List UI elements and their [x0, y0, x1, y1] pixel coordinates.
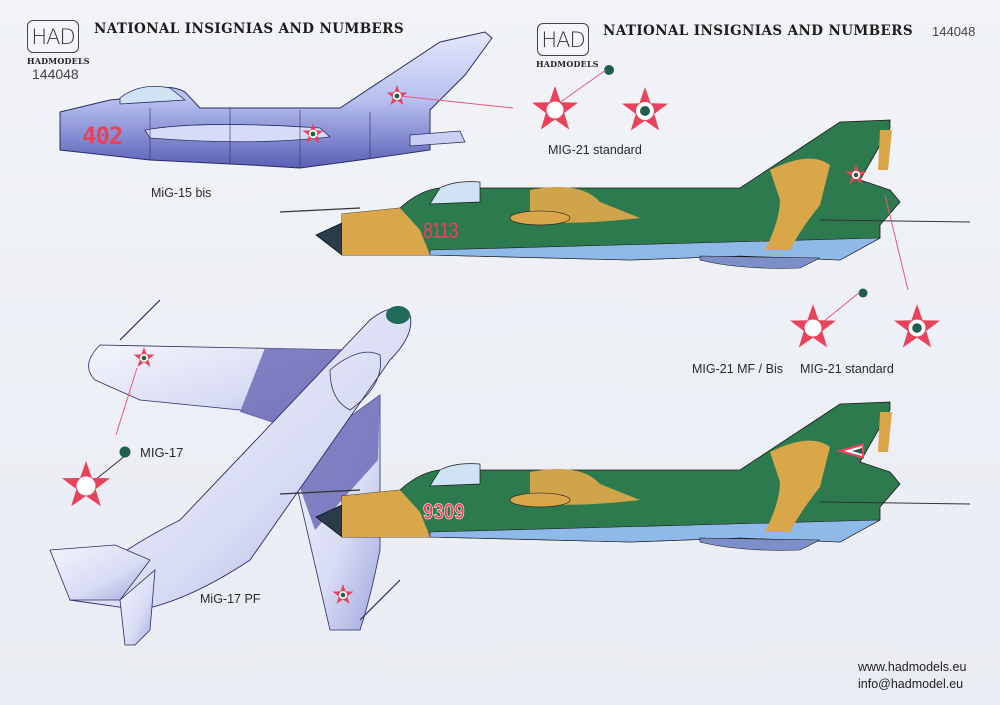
- mig21-profile-8113: [279, 119, 971, 291]
- logo-subtitle-right: HADMODELS: [536, 59, 599, 69]
- star-white-center-icon: [790, 304, 836, 348]
- logo-subtitle-left: HADMODELS: [27, 56, 90, 66]
- mig21-number-9309: 9309: [423, 499, 465, 525]
- sheet-title-right: NATIONAL INSIGNIAS AND NUMBERS: [603, 23, 913, 39]
- green-dot-icon: [858, 288, 868, 298]
- insignia-label-mig21-mf-bis: MIG-21 MF / Bis: [692, 362, 783, 376]
- chevron-insignia-icon: [836, 443, 864, 459]
- mig21-number-8113: 8113: [423, 218, 458, 243]
- mig15-label: MiG-15 bis: [151, 186, 212, 200]
- star-white-center-icon: [532, 86, 578, 130]
- mig21-profile-9309: [279, 401, 971, 551]
- footer-contact: www.hadmodels.eu info@hadmodel.eu: [858, 659, 966, 693]
- mig15-number: 402: [82, 122, 123, 150]
- green-dot-icon: [604, 65, 614, 75]
- star-insignia-icon: [133, 347, 155, 367]
- product-code-right: 144048: [932, 24, 976, 39]
- logo-text: HAD: [31, 24, 75, 49]
- star-white-center-icon: [62, 461, 110, 507]
- website-link[interactable]: www.hadmodels.eu: [858, 660, 967, 674]
- insignia-label-mig21-standard-right: MIG-21 standard: [800, 362, 894, 376]
- sheet-title-left: NATIONAL INSIGNIAS AND NUMBERS: [94, 21, 404, 37]
- email-link[interactable]: info@hadmodel.eu: [858, 677, 964, 691]
- logo-text: HAD: [541, 27, 585, 52]
- star-insignia-icon: [894, 304, 940, 348]
- had-logo-left: HAD: [27, 20, 79, 53]
- green-dot-icon: [119, 446, 131, 458]
- product-code-left: 144048: [32, 66, 79, 82]
- star-insignia-icon: [845, 164, 867, 184]
- insignia-label-mig21-standard-top: MIG-21 standard: [548, 143, 642, 157]
- star-insignia-icon: [622, 87, 668, 131]
- mig17pf-label: MiG-17 PF: [200, 592, 261, 606]
- had-logo-right: HAD: [537, 23, 589, 56]
- star-insignia-icon: [302, 123, 324, 143]
- star-insignia-icon: [332, 584, 354, 604]
- insignia-label-mig17: MIG-17: [140, 445, 184, 460]
- leader-line: [551, 69, 607, 109]
- star-insignia-icon: [386, 85, 408, 105]
